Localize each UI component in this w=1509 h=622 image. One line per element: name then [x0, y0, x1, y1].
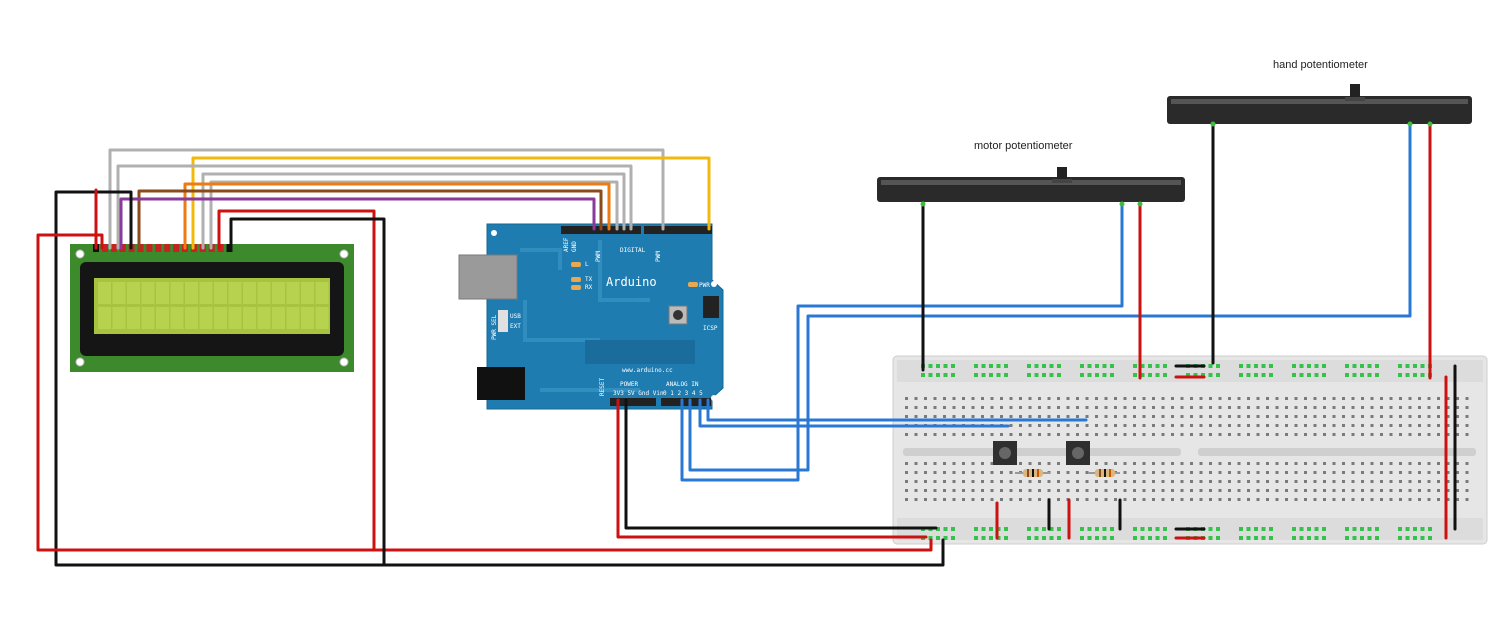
breadboard-power-rail-bottom [921, 527, 1432, 540]
resistor-2 [1088, 469, 1120, 477]
motor-pot-slider [1057, 167, 1067, 181]
wire-end-markers [920, 121, 1433, 207]
resistor-1 [1015, 469, 1050, 477]
wire-red-5v [616, 398, 928, 539]
wire-black-lcd-1 [54, 190, 945, 567]
motor-potentiometer-label: motor potentiometer [974, 140, 1073, 152]
reset-label: RESET [599, 378, 606, 396]
wire-orange [183, 182, 611, 250]
wire-yellow [191, 156, 711, 250]
power-pin-labels: 3V3 5V Gnd Vin [613, 390, 664, 397]
power-select-jumper [498, 310, 508, 332]
push-button-2 [1066, 441, 1090, 465]
pwm-label-2: PWM [655, 251, 662, 262]
hand-pot-slider [1350, 84, 1360, 100]
hand-potentiometer-label: hand potentiometer [1273, 59, 1368, 71]
gnd-label: GND [571, 241, 578, 252]
push-button-1 [993, 441, 1017, 465]
aref-label: AREF [563, 237, 570, 252]
digital-label: DIGITAL [620, 247, 646, 254]
icsp-label: ICSP [703, 325, 718, 332]
power-jack [477, 367, 525, 400]
wire-blue-a0 [680, 202, 1124, 482]
wire-grey-2 [116, 164, 633, 250]
wire-red-lcd-2 [217, 209, 376, 552]
wire-blue-a3 [706, 398, 1088, 422]
microcontroller-chip [585, 340, 695, 364]
wire-brown [137, 189, 603, 250]
wires [36, 122, 1457, 567]
tx-label: TX [585, 276, 593, 283]
wire-grey-4 [209, 180, 619, 250]
wire-blue-a2 [698, 398, 1010, 428]
usb-connector [458, 254, 518, 300]
led-pwr [688, 282, 698, 287]
digital-header-low [644, 226, 712, 234]
power-label: POWER [620, 381, 638, 388]
hand-potentiometer [1167, 84, 1472, 124]
breadboard-holes [905, 397, 1469, 501]
pwr-label: PWR [699, 282, 710, 289]
lcd-display [70, 244, 354, 372]
lcd-character-cells [98, 282, 329, 329]
l-label: L [585, 261, 589, 268]
arduino-logo-text: Arduino [606, 275, 657, 289]
pwr-sel-label: PWR SEL [491, 314, 498, 340]
arduino-url: www.arduino.cc [622, 367, 673, 374]
rx-label: RX [585, 284, 593, 291]
breadboard [892, 355, 1488, 545]
wire-purple [119, 197, 596, 250]
wire-black-lcd-2 [229, 217, 386, 567]
wire-black-gnd [624, 398, 938, 530]
power-header [610, 398, 656, 406]
wire-blue-a1 [688, 122, 1412, 472]
usb-label: USB [510, 313, 521, 320]
ext-label: EXT [510, 323, 521, 330]
led-tx [571, 277, 581, 282]
analog-pin-labels: 0 1 2 3 4 5 [663, 390, 703, 397]
motor-potentiometer [877, 167, 1185, 202]
pwm-label-1: PWM [595, 251, 602, 262]
wire-grey-3 [201, 172, 626, 250]
wire-grey-1 [108, 148, 665, 250]
analog-header [661, 398, 711, 406]
arduino-board: Arduino www.arduino.cc DIGITAL POWER ANA… [458, 223, 724, 410]
wire-red-lcd-1 [36, 233, 933, 552]
icsp-header [703, 296, 719, 318]
analog-in-label: ANALOG IN [666, 381, 699, 388]
led-rx [571, 285, 581, 290]
led-l [571, 262, 581, 267]
